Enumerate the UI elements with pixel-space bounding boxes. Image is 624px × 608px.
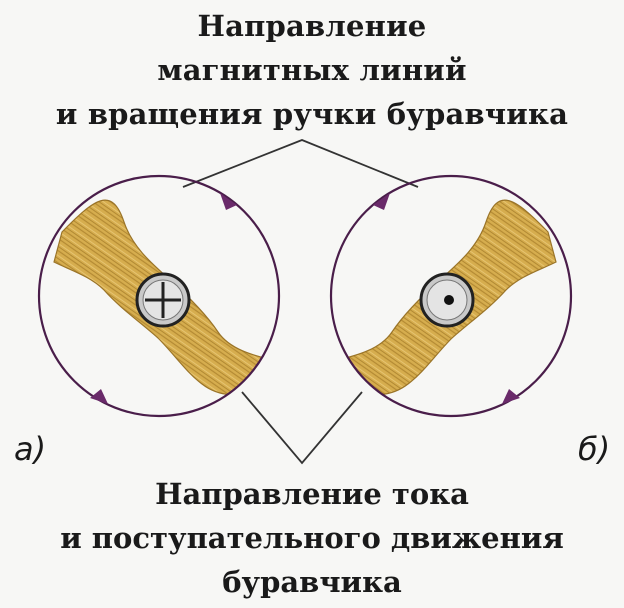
- bottom-caption-line-3: буравчика: [222, 565, 402, 599]
- panel-label-b: б): [578, 430, 611, 468]
- panel-label-a: а): [14, 430, 47, 468]
- top-pointer: [182, 139, 419, 188]
- top-caption: Направление магнитных линий и вращения р…: [0, 4, 624, 136]
- rotation-arrow-a-top: [220, 193, 237, 210]
- panel-a: [37, 174, 281, 418]
- bottom-caption: Направление тока и поступательного движе…: [0, 472, 624, 604]
- top-caption-line-3: и вращения ручки буравчика: [55, 97, 569, 131]
- bottom-pointer: [241, 391, 363, 465]
- current-dot-symbol-b: [419, 272, 475, 328]
- field-circle-b: [329, 174, 573, 418]
- rotation-arrow-b-top: [373, 193, 390, 210]
- bottom-caption-line-2: и поступательного движения: [60, 521, 564, 555]
- top-caption-line-1: Направление: [197, 9, 427, 43]
- current-cross-symbol-a: [135, 272, 191, 328]
- rotation-arrow-a-bottom: [90, 389, 108, 404]
- bottom-caption-line-1: Направление тока: [155, 477, 469, 511]
- pointer-lines: [182, 139, 419, 465]
- top-caption-line-2: магнитных линий: [157, 53, 467, 87]
- panel-b: [329, 174, 573, 418]
- field-circle-a: [37, 174, 281, 418]
- rotation-arrow-b-bottom: [502, 389, 520, 404]
